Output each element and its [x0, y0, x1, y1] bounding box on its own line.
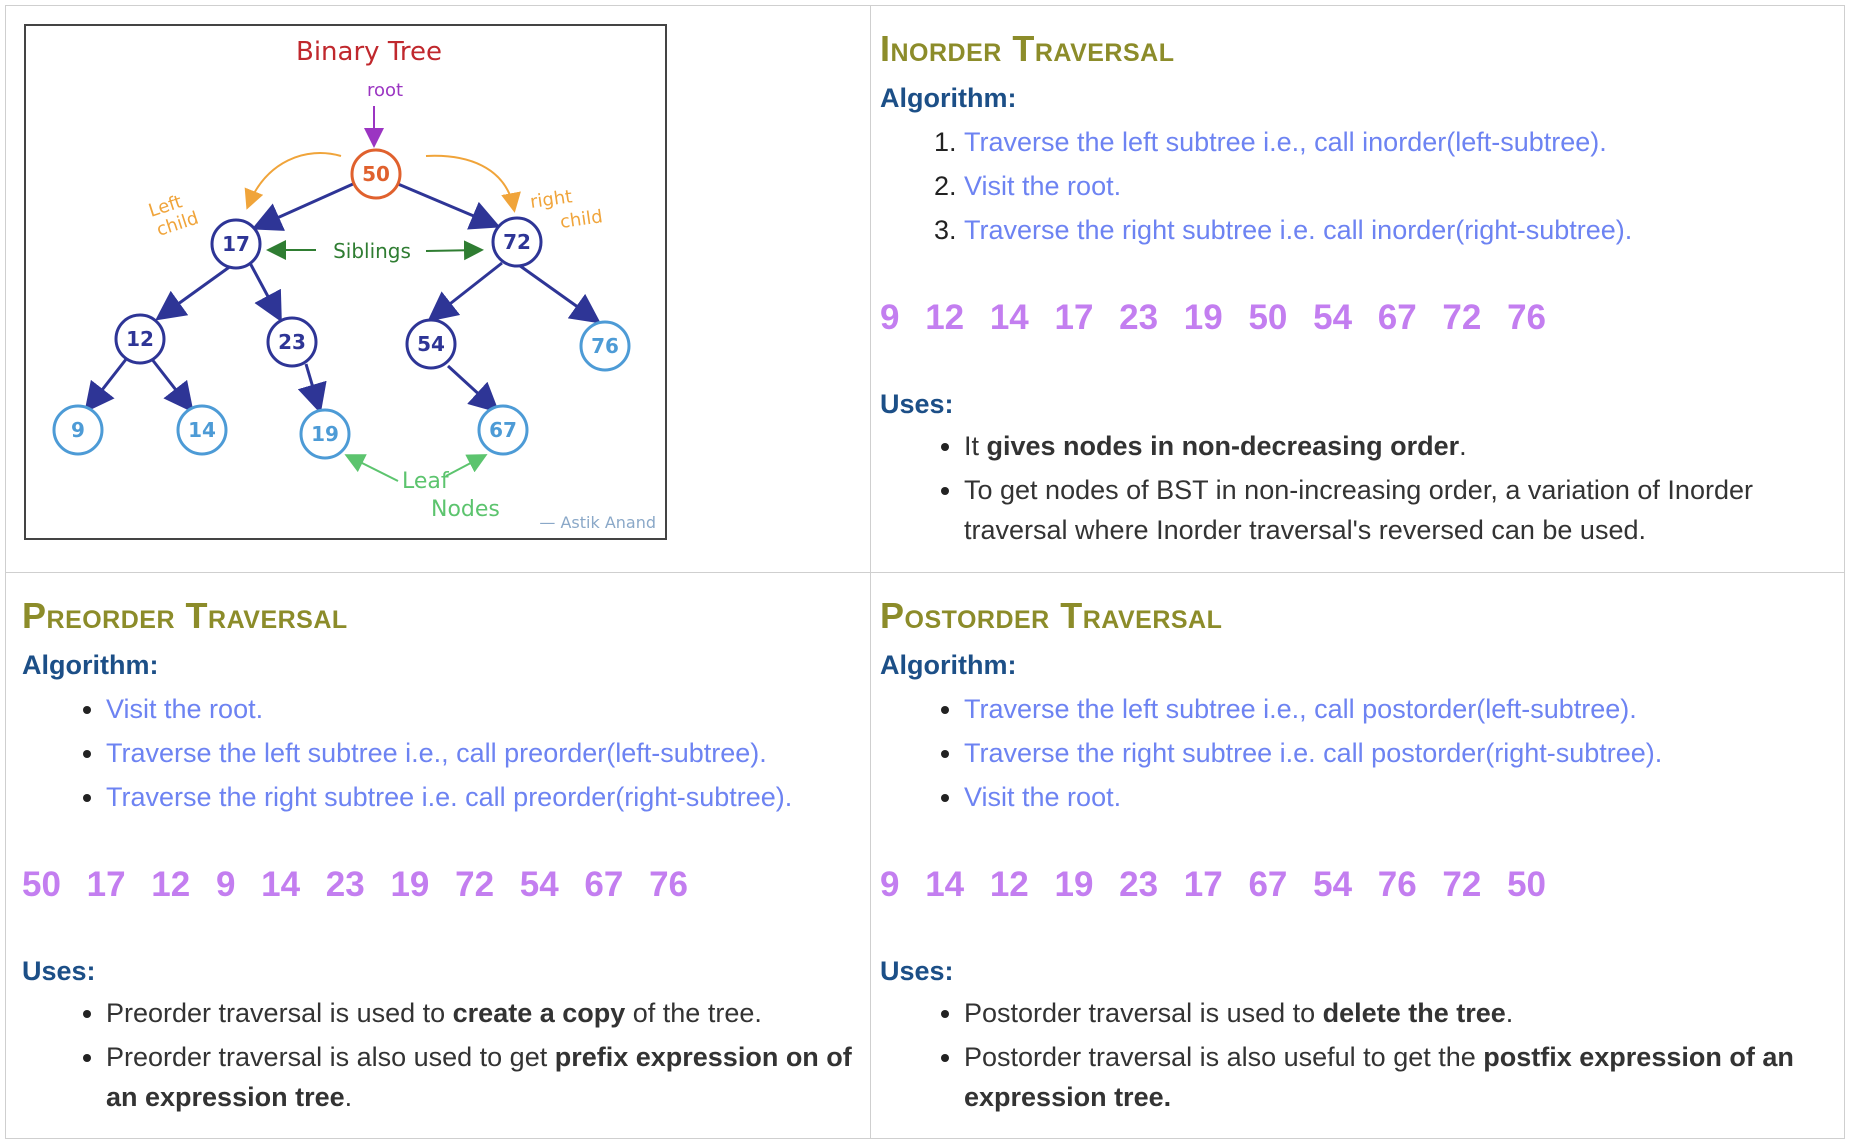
traversal-table: [5, 5, 1845, 1139]
node-label-12: 12: [126, 327, 154, 351]
postorder-uses-heading: Uses:: [880, 956, 954, 986]
postorder-sequence: 9 14 12 19 23 17 67 54 76 72 50: [880, 865, 1547, 904]
preorder-use-2: Preorder traversal is also used to get p…: [106, 1037, 852, 1117]
preorder-section: Preorder Traversal Algorithm: Visit the …: [22, 591, 852, 1121]
left-child-arrow: [244, 152, 342, 210]
right-child-label-1: right: [529, 186, 574, 213]
node-50: [350, 148, 402, 200]
leaf-arrow-left: [344, 454, 399, 482]
siblings-label: Siblings: [333, 239, 411, 263]
edge-54-67: [446, 364, 500, 414]
inorder-algorithm-heading: Algorithm:: [880, 83, 1017, 113]
node-label-17: 17: [222, 232, 250, 256]
postorder-step-3: Visit the root.: [964, 775, 1830, 819]
preorder-title: Preorder Traversal: [22, 595, 348, 636]
right-child-arrow: [425, 154, 521, 213]
inorder-use-2: To get nodes of BST in non-increasing or…: [964, 470, 1830, 550]
leaf-label-2: Nodes: [431, 497, 500, 522]
node-54: [405, 318, 457, 370]
edge-23-19: [297, 363, 327, 414]
preorder-algorithm-heading: Algorithm:: [22, 650, 159, 680]
preorder-steps: Visit the root. Traverse the left subtre…: [22, 687, 852, 819]
inorder-use-1: It gives nodes in non-decreasing order.: [964, 426, 1830, 466]
signature: — Astik Anand: [539, 513, 656, 532]
preorder-step-3: Traverse the right subtree i.e. call pre…: [106, 775, 852, 819]
edge-17-23: [248, 262, 282, 323]
inorder-sequence: 9 12 14 17 23 19 50 54 67 72 76: [880, 298, 1547, 337]
node-label-50: 50: [362, 162, 390, 186]
inorder-step-2: Visit the root.: [964, 164, 1830, 208]
node-76: [579, 320, 631, 372]
postorder-steps: Traverse the left subtree i.e., call pos…: [880, 687, 1830, 819]
edge-17-12: [155, 261, 236, 321]
postorder-section: Postorder Traversal Algorithm: Traverse …: [880, 591, 1830, 1121]
postorder-use-1: Postorder traversal is used to delete th…: [964, 993, 1830, 1033]
edge-50-17: [251, 182, 354, 231]
preorder-use-1: Preorder traversal is used to create a c…: [106, 993, 852, 1033]
node-72: [491, 216, 543, 268]
node-label-54: 54: [417, 332, 445, 356]
diagram-title: Binary Tree: [296, 37, 442, 67]
edge-50-72: [397, 182, 501, 230]
binary-tree-diagram: Binary Tree root 50 17 72 12: [24, 24, 667, 540]
postorder-step-2: Traverse the right subtree i.e. call pos…: [964, 731, 1830, 775]
node-23: [266, 316, 318, 368]
postorder-algorithm-heading: Algorithm:: [880, 650, 1017, 680]
binary-tree-svg: Binary Tree root 50 17 72 12: [52, 37, 656, 532]
edge-72-54: [427, 261, 503, 322]
node-label-76: 76: [591, 334, 619, 358]
node-67: [477, 404, 529, 456]
inorder-uses-heading: Uses:: [880, 389, 954, 419]
node-label-72: 72: [503, 230, 531, 254]
inorder-title: Inorder Traversal: [880, 28, 1175, 69]
inorder-uses: It gives nodes in non-decreasing order. …: [880, 426, 1830, 550]
node-9: [52, 404, 104, 456]
node-12: [114, 313, 166, 365]
siblings-arrow-right: [425, 240, 484, 261]
preorder-sequence: 50 17 12 9 14 23 19 72 54 67 76: [22, 865, 689, 904]
preorder-uses-heading: Uses:: [22, 956, 96, 986]
node-label-9: 9: [71, 418, 85, 442]
right-child-label-2: child: [559, 206, 604, 233]
postorder-use-2: Postorder traversal is also useful to ge…: [964, 1037, 1830, 1117]
node-label-14: 14: [188, 418, 216, 442]
node-14: [176, 404, 228, 456]
postorder-uses: Postorder traversal is used to delete th…: [880, 993, 1830, 1117]
preorder-step-2: Traverse the left subtree i.e., call pre…: [106, 731, 852, 775]
node-label-23: 23: [278, 330, 306, 354]
root-label: root: [367, 80, 403, 101]
inorder-step-1: Traverse the left subtree i.e., call ino…: [964, 120, 1830, 164]
node-label-67: 67: [489, 418, 517, 442]
edge-12-9: [84, 357, 129, 413]
row-divider: [6, 572, 1844, 573]
preorder-step-1: Visit the root.: [106, 687, 852, 731]
edge-72-76: [515, 261, 601, 324]
postorder-title: Postorder Traversal: [880, 595, 1223, 636]
inorder-step-3: Traverse the right subtree i.e. call ino…: [964, 208, 1830, 252]
postorder-step-1: Traverse the left subtree i.e., call pos…: [964, 687, 1830, 731]
leaf-label-1: Leaf: [402, 469, 450, 494]
node-17: [210, 218, 262, 270]
edge-12-14: [149, 357, 194, 413]
leaf-arrow-right: [445, 454, 488, 477]
preorder-uses: Preorder traversal is used to create a c…: [22, 993, 852, 1117]
inorder-steps: Traverse the left subtree i.e., call ino…: [880, 120, 1830, 252]
node-19: [299, 408, 351, 460]
node-label-19: 19: [311, 422, 339, 446]
inorder-section: Inorder Traversal Algorithm: Traverse th…: [880, 24, 1830, 554]
